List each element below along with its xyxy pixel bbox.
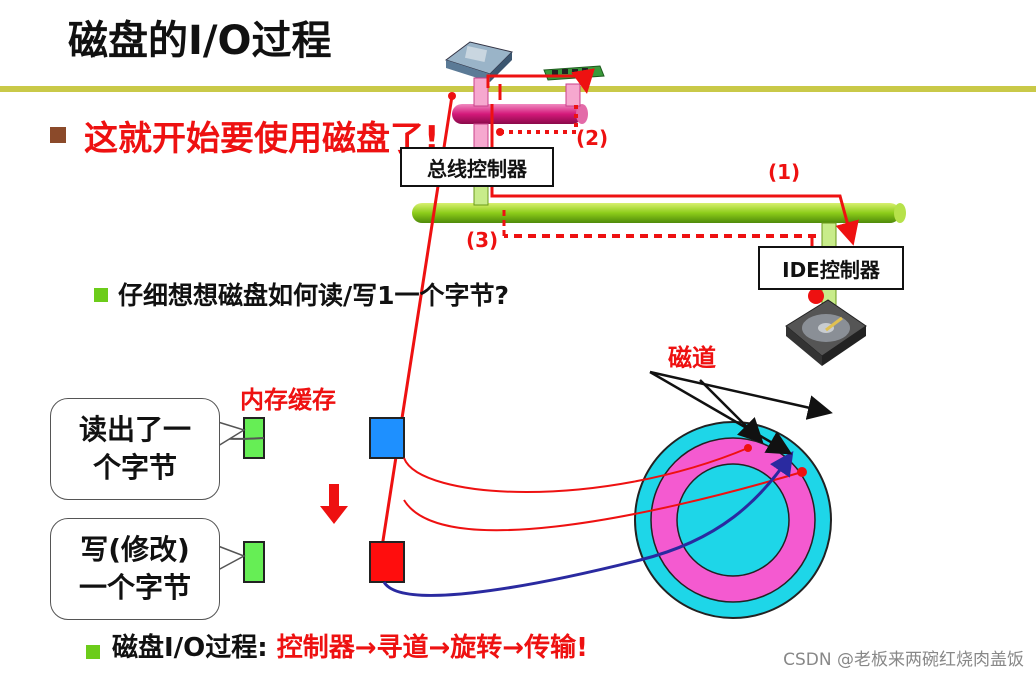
read-bubble: 读出了一 个字节 bbox=[50, 398, 220, 500]
cache-label: 内存缓存 bbox=[240, 380, 336, 415]
process-label: 磁盘I/O过程: bbox=[112, 633, 268, 663]
read-bubble-line1: 读出了一 bbox=[51, 411, 219, 449]
pci-bus bbox=[412, 203, 900, 223]
bullet-square bbox=[50, 127, 66, 143]
step-3-label: (3) bbox=[466, 228, 498, 252]
watermark: CSDN @老板来两碗红烧肉盖饭 bbox=[783, 645, 1024, 670]
read-bubble-line2: 个字节 bbox=[51, 449, 219, 487]
bus-controller-box: 总线控制器 bbox=[400, 147, 554, 187]
process-steps: 控制器→寻道→旋转→传输! bbox=[277, 633, 588, 663]
cpu-bus-connector bbox=[474, 78, 488, 106]
track-label: 磁道 bbox=[668, 338, 716, 373]
memory-block-red bbox=[370, 542, 404, 582]
ide-controller-box: IDE控制器 bbox=[758, 246, 904, 290]
memory-bus-connector bbox=[566, 84, 580, 106]
memory-icon bbox=[544, 66, 604, 80]
cache-block-write bbox=[244, 542, 264, 582]
bullet-square bbox=[86, 645, 100, 659]
write-bubble-line1: 写(修改) bbox=[51, 531, 219, 569]
disk-platter bbox=[635, 422, 831, 618]
down-arrow-icon bbox=[320, 484, 348, 524]
write-bubble: 写(修改) 一个字节 bbox=[50, 518, 220, 620]
write-bubble-line2: 一个字节 bbox=[51, 569, 219, 607]
hard-disk-icon bbox=[786, 300, 866, 366]
step-1-label: (1) bbox=[768, 160, 800, 184]
step-2-label: (2) bbox=[576, 126, 608, 150]
memory-block-blue bbox=[370, 418, 404, 458]
bus-controller-connector bbox=[474, 185, 488, 205]
bullet-square bbox=[94, 288, 108, 302]
system-bus bbox=[452, 104, 582, 124]
sub-bullet: 仔细想想磁盘如何读/写1一个字节? bbox=[118, 268, 518, 324]
main-bullet: 这就开始要使用磁盘了! bbox=[84, 106, 444, 172]
process-bullet: 磁盘I/O过程: 控制器→寻道→旋转→传输! bbox=[112, 627, 588, 664]
